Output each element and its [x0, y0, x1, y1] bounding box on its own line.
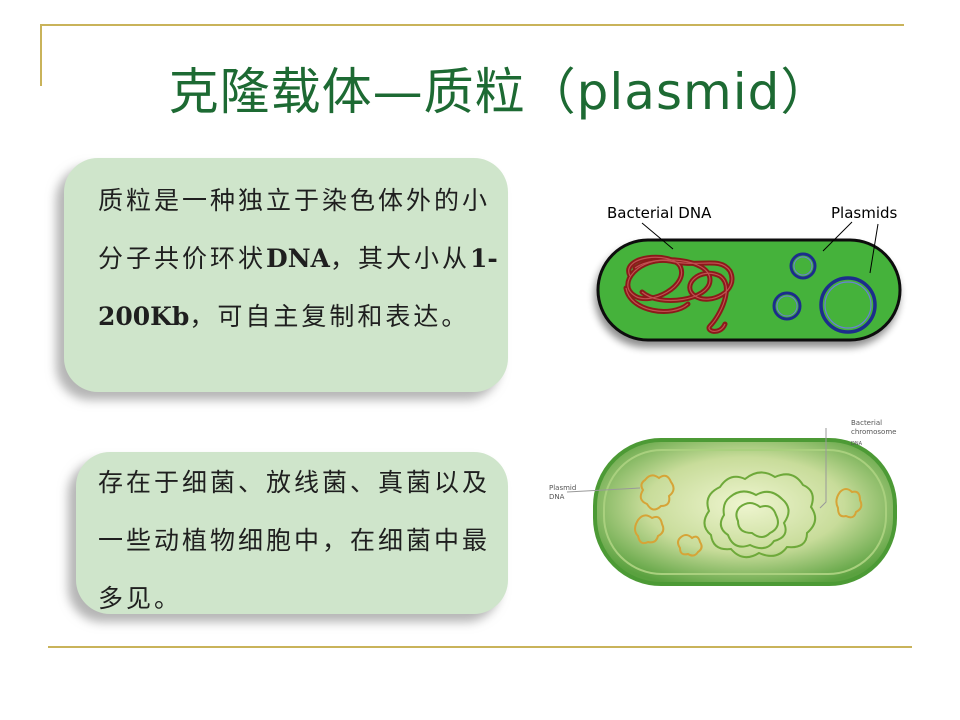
bacterium-illustration: Plasmid DNA Bacterial chromosome DNA — [549, 419, 897, 586]
definition-seg1: 质粒是一种独立于染色体外的小分子共价环状 — [98, 186, 491, 273]
bacterium-body — [593, 438, 897, 586]
plasmid-dna-label-line2: DNA — [549, 493, 565, 501]
occurrence-card: 存在于细菌、放线菌、真菌以及一些动植物细胞中，在细菌中最多见。 — [76, 452, 508, 614]
definition-card: 质粒是一种独立于染色体外的小分子共价环状DNA，其大小从1-200Kb，可自主复… — [64, 158, 508, 392]
definition-text: 质粒是一种独立于染色体外的小分子共价环状DNA，其大小从1-200Kb，可自主复… — [98, 172, 498, 346]
slide-title: 克隆载体—质粒（plasmid） — [168, 63, 832, 121]
definition-seg2: ，其大小从 — [329, 244, 470, 273]
plasmid-loops — [634, 474, 863, 557]
chromosome-label-line1: Bacterial — [851, 419, 882, 427]
plasmid-pointer-2 — [869, 223, 879, 274]
bacterial-dna-label: Bacterial DNA — [607, 204, 712, 222]
definition-size-range: 1-200Kb — [98, 244, 498, 331]
definition-seg3: ，可自主复制和表达。 — [189, 302, 470, 331]
left-rule — [40, 24, 42, 86]
plasmid-rings — [772, 252, 877, 334]
chromosome-pointer — [819, 428, 827, 509]
plasmid-dna-pointer — [566, 487, 641, 493]
plasmid-diagram: Bacterial DNA Plasmids — [596, 204, 902, 342]
plasmid-dna-label-line1: Plasmid — [549, 484, 576, 492]
definition-dna-term: DNA — [266, 244, 330, 273]
top-rule — [40, 24, 904, 26]
chromosome-coil — [703, 471, 817, 559]
chromosome-label-dna: DNA — [851, 441, 863, 447]
chromosome-label-line2: chromosome — [851, 428, 896, 436]
plasmids-label: Plasmids — [831, 204, 898, 222]
bottom-rule — [48, 646, 912, 648]
plasmid-pointer-1 — [822, 221, 853, 252]
bacterial-dna-pointer — [641, 222, 674, 250]
occurrence-text: 存在于细菌、放线菌、真菌以及一些动植物细胞中，在细菌中最多见。 — [98, 468, 491, 613]
